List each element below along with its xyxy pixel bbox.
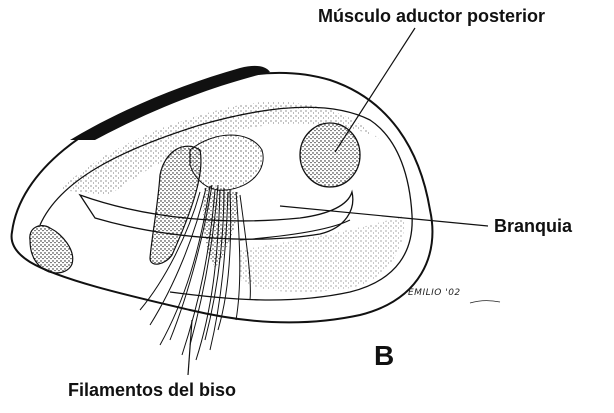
body-mass — [190, 135, 263, 190]
artist-signature: EMILIO '02 — [408, 288, 461, 298]
label-gill: Branquia — [494, 216, 572, 237]
panel-letter: B — [374, 340, 394, 372]
leader-adductor — [335, 28, 415, 152]
byssus-mass — [203, 185, 238, 268]
label-byssal-threads: Filamentos del biso — [68, 380, 236, 401]
ventral-stipple — [240, 215, 405, 292]
label-posterior-adductor: Músculo aductor posterior — [318, 6, 545, 27]
posterior-adductor-muscle — [300, 123, 360, 187]
signature-underline — [470, 301, 500, 303]
